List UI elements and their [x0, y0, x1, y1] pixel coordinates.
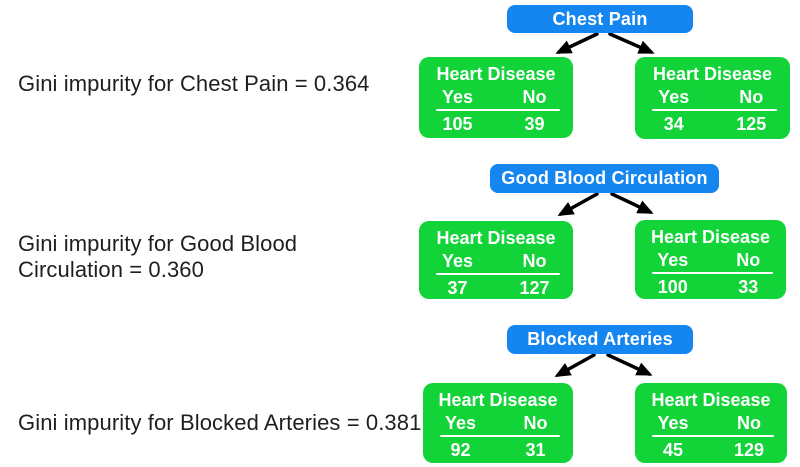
caption-line: Gini impurity for Chest Pain = 0.364 — [18, 71, 370, 96]
leaf-header-row: Yes No — [635, 414, 787, 433]
leaf-title: Heart Disease — [436, 228, 556, 248]
split-arrow-left-3 — [554, 353, 596, 377]
leaf-value-row: 45 129 — [635, 441, 787, 460]
header-underline — [436, 273, 560, 275]
leaf-node-chest-pain-left: Heart Disease Yes No 105 39 — [419, 57, 573, 138]
yes-header: Yes — [444, 413, 477, 433]
header-underline — [436, 109, 560, 111]
no-count: 39 — [524, 114, 545, 134]
leaf-title: Heart Disease — [651, 390, 771, 410]
yes-header: Yes — [657, 250, 689, 270]
yes-header: Yes — [658, 87, 690, 107]
split-arrow-left-2 — [557, 192, 599, 216]
root-node-chest-pain: Chest Pain — [507, 5, 693, 33]
header-underline — [652, 272, 773, 274]
split-arrow-right-2 — [610, 192, 654, 214]
header-underline — [652, 109, 777, 111]
no-count: 129 — [733, 440, 765, 460]
no-count: 31 — [525, 440, 546, 460]
leaf-header-row: Yes No — [423, 414, 573, 433]
leaf-node-blocked-arteries-right: Heart Disease Yes No 45 129 — [635, 383, 787, 463]
no-count: 125 — [736, 114, 767, 134]
leaf-node-good-blood-left: Heart Disease Yes No 37 127 — [419, 221, 573, 299]
leaf-header-row: Yes No — [635, 251, 786, 270]
no-header: No — [523, 413, 548, 433]
split-arrow-right-1 — [608, 32, 655, 54]
leaf-title: Heart Disease — [650, 227, 771, 247]
caption-line: Gini impurity for Blocked Arteries = 0.3… — [18, 410, 422, 435]
leaf-header-row: Yes No — [419, 252, 573, 271]
yes-count: 34 — [663, 114, 684, 134]
leaf-node-chest-pain-right: Heart Disease Yes No 34 125 — [635, 57, 790, 139]
caption-line: Circulation = 0.360 — [18, 257, 204, 282]
yes-count: 105 — [442, 114, 473, 134]
leaf-title: Heart Disease — [652, 64, 773, 84]
root-node-good-blood-circulation: Good Blood Circulation — [490, 164, 719, 193]
leaf-node-blocked-arteries-left: Heart Disease Yes No 92 31 — [423, 383, 573, 463]
gini-caption-blocked-arteries: Gini impurity for Blocked Arteries = 0.3… — [18, 410, 421, 436]
yes-count: 37 — [447, 278, 468, 298]
yes-header: Yes — [657, 413, 689, 433]
yes-count: 45 — [662, 440, 684, 460]
leaf-value-row: 34 125 — [635, 115, 790, 134]
yes-count: 92 — [450, 440, 471, 460]
yes-count: 100 — [657, 277, 688, 297]
leaf-header-row: Yes No — [419, 88, 573, 107]
no-header: No — [522, 87, 547, 107]
leaf-title: Heart Disease — [436, 64, 556, 84]
no-header: No — [739, 87, 764, 107]
gini-caption-chest-pain: Gini impurity for Chest Pain = 0.364 — [18, 71, 370, 97]
no-header: No — [522, 251, 547, 271]
leaf-value-row: 37 127 — [419, 279, 573, 298]
header-underline — [652, 435, 774, 437]
no-header: No — [736, 250, 761, 270]
split-arrow-right-3 — [606, 353, 653, 376]
yes-header: Yes — [441, 87, 474, 107]
leaf-header-row: Yes No — [635, 88, 790, 107]
caption-line: Gini impurity for Good Blood — [18, 231, 298, 256]
no-count: 33 — [738, 277, 759, 297]
leaf-value-row: 105 39 — [419, 115, 573, 134]
leaf-title: Heart Disease — [438, 390, 558, 410]
split-arrow-left-1 — [555, 32, 599, 54]
header-underline — [440, 435, 560, 437]
yes-header: Yes — [441, 251, 474, 271]
gini-caption-good-blood-circulation: Gini impurity for Good Blood Circulation… — [18, 231, 297, 283]
leaf-value-row: 92 31 — [423, 441, 573, 460]
no-count: 127 — [519, 278, 550, 298]
no-header: No — [737, 413, 761, 433]
root-node-blocked-arteries: Blocked Arteries — [507, 325, 693, 354]
leaf-node-good-blood-right: Heart Disease Yes No 100 33 — [635, 220, 786, 299]
leaf-value-row: 100 33 — [635, 278, 786, 297]
